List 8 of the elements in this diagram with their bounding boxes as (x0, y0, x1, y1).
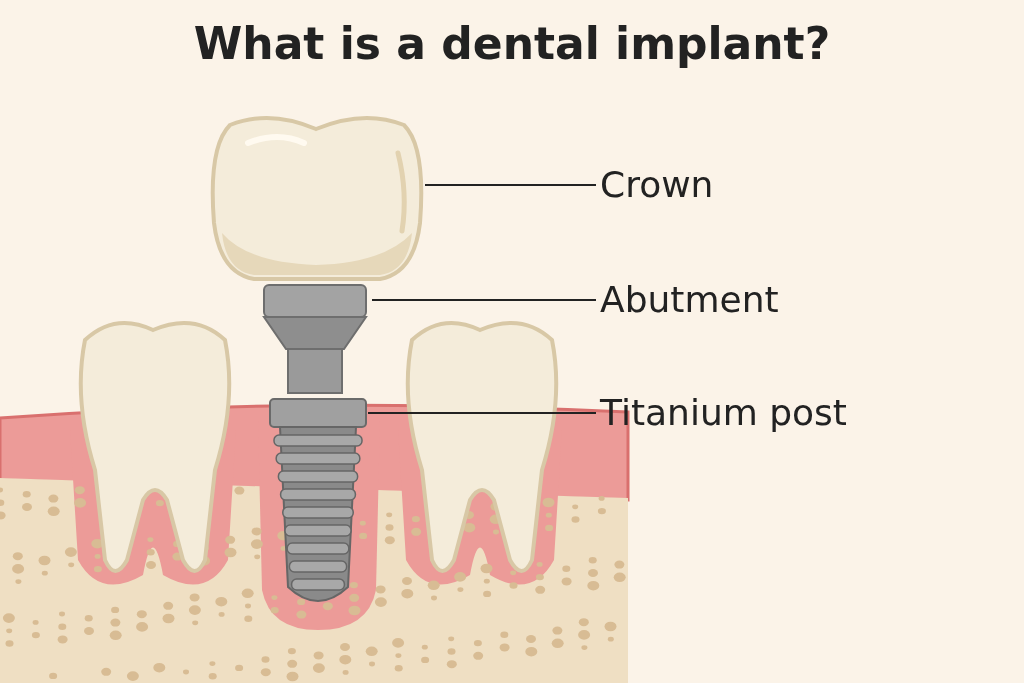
part-label: Abutment (600, 278, 830, 322)
crown-drawing (208, 113, 425, 283)
leader-line (367, 412, 597, 414)
leader-line (424, 184, 597, 186)
part-label: Crown (600, 163, 750, 207)
leader-line (371, 299, 597, 301)
title: What is a dental implant? (192, 18, 832, 69)
part-label: Titanium post (600, 391, 910, 435)
